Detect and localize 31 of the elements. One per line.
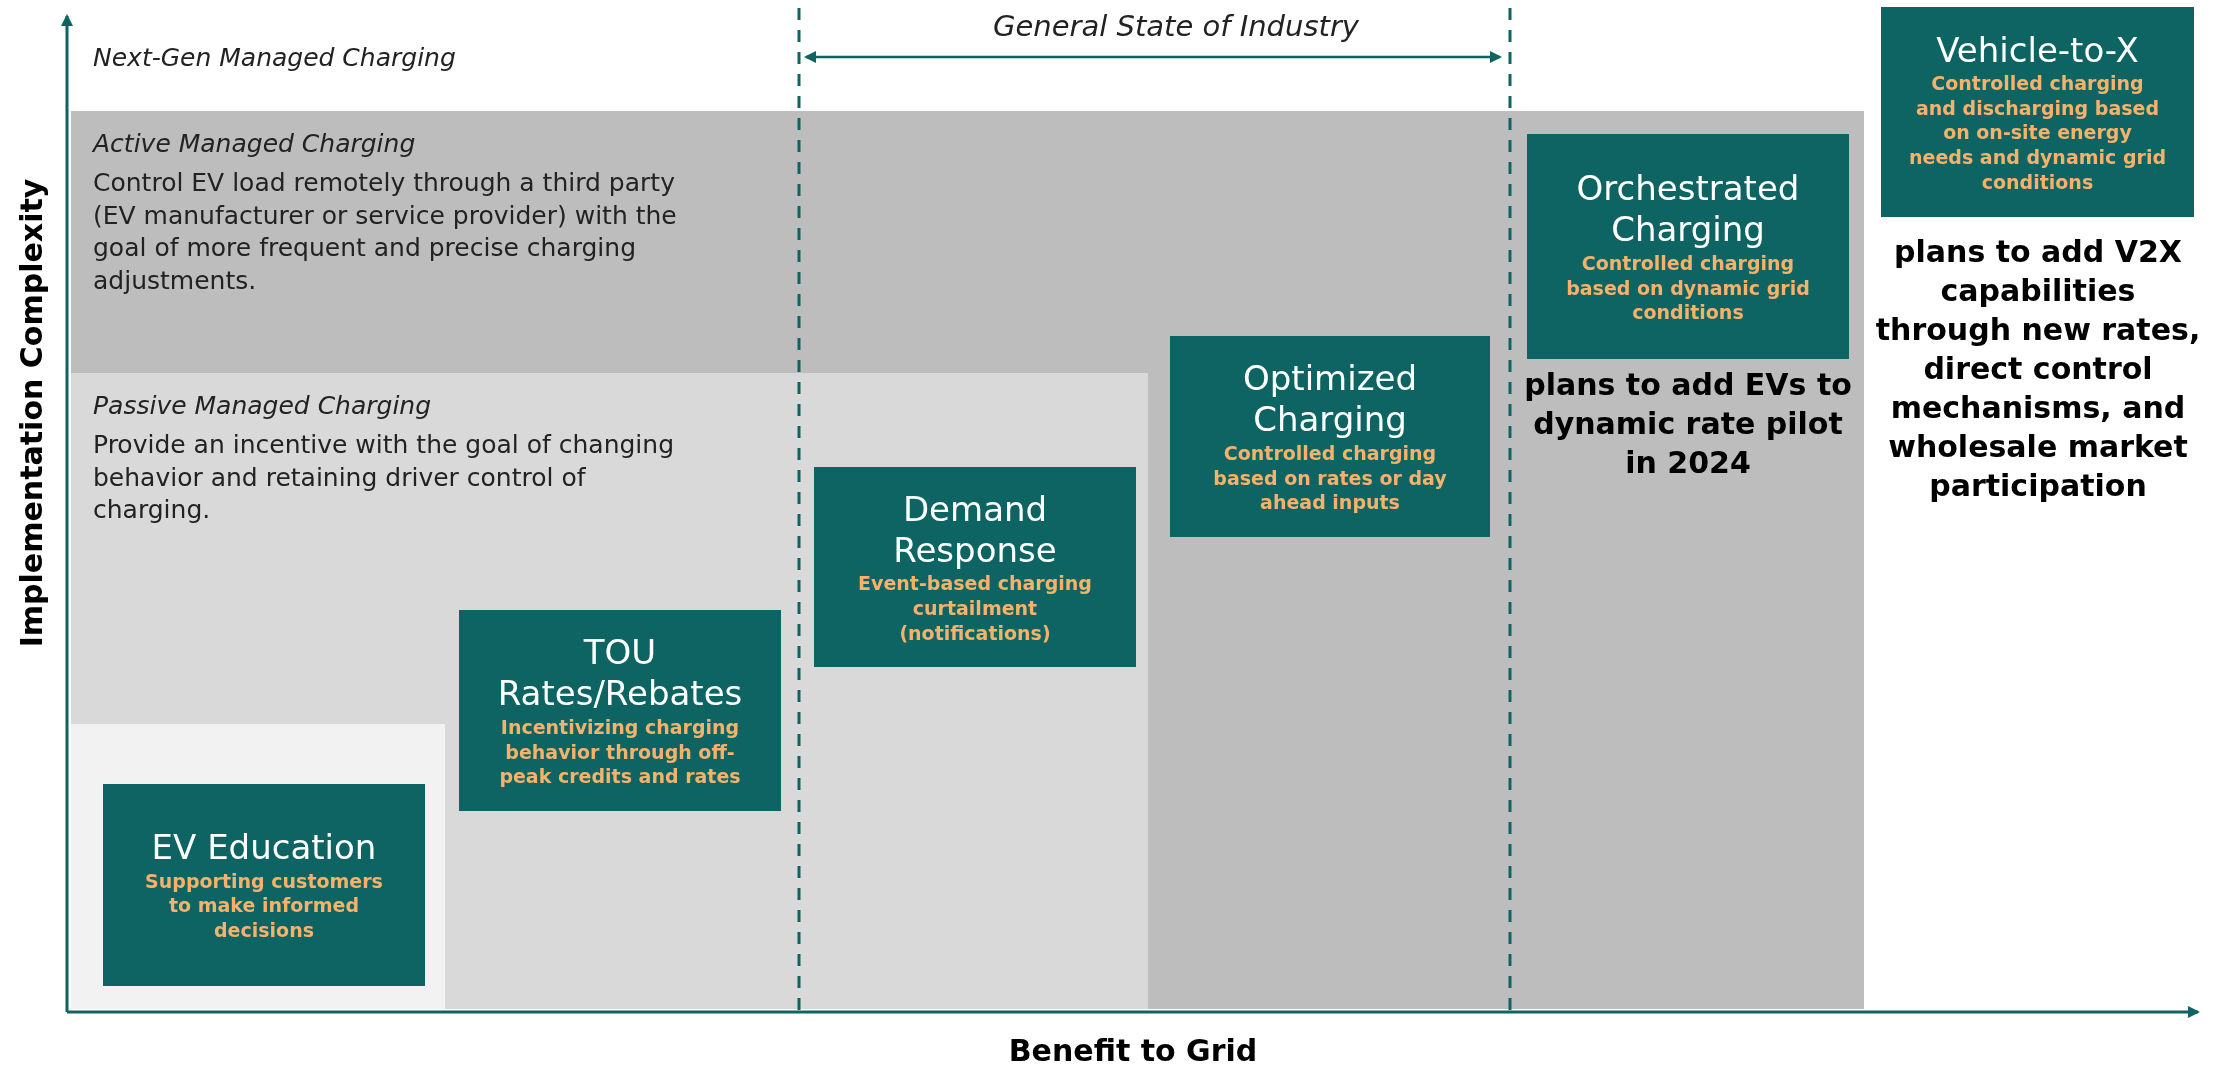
card-title: Optimized Charging	[1241, 358, 1418, 441]
card-description: Incentivizing charging behavior through off-peak credits and rates	[498, 714, 742, 789]
plan-note: plans to add EVs to dynamic rate pilot in 2024	[1523, 366, 1853, 482]
tier-band	[71, 111, 1864, 1009]
card-description: Controlled charging and discharging based on on-site energy needs and dynamic grid conditions	[1909, 71, 2166, 195]
band-description: Control EV load remotely through a third party (EV manufacturer or service provider) with the goal of more frequent and precise charging adjustments.	[93, 167, 678, 297]
band-description: Provide an incentive with the goal of changing behavior and retaining driver control of charging.	[93, 429, 675, 526]
strategy-card	[103, 784, 425, 986]
plan-note: plans to add V2X capabilities through new rates, direct control mechanisms, and wholesale market participation	[1874, 233, 2202, 505]
tier-band	[71, 373, 1148, 1009]
card-title: Demand Response	[892, 488, 1058, 572]
tier-label: Next-Gen Managed Charging	[93, 42, 456, 72]
card-title: EV Education	[151, 827, 377, 869]
strategy-card	[459, 610, 781, 811]
strategy-card	[1527, 134, 1849, 359]
tier-band	[71, 724, 445, 1009]
strategy-card	[1881, 7, 2194, 217]
strategy-card	[1170, 336, 1490, 537]
card-title: TOU Rates/Rebates	[496, 632, 744, 715]
axis-title: Implementation Complexity	[13, 178, 49, 648]
card-description: Supporting customers to make informed decisions	[144, 868, 384, 943]
strategy-card	[814, 467, 1136, 667]
card-title: Orchestrated Charging	[1575, 168, 1801, 251]
band-heading: Active Managed Charging	[93, 129, 416, 158]
card-description: Event-based charging curtailment (notifications)	[857, 571, 1093, 646]
card-description: Controlled charging based on dynamic grid conditions	[1565, 250, 1811, 325]
band-heading: Passive Managed Charging	[93, 391, 432, 420]
card-title: Vehicle-to-X	[1936, 29, 2139, 71]
range-label: General State of Industry	[993, 9, 1359, 43]
card-description: Controlled charging based on rates or day ahead inputs	[1212, 440, 1448, 515]
axis-title: Benefit to Grid	[1008, 1032, 1258, 1068]
